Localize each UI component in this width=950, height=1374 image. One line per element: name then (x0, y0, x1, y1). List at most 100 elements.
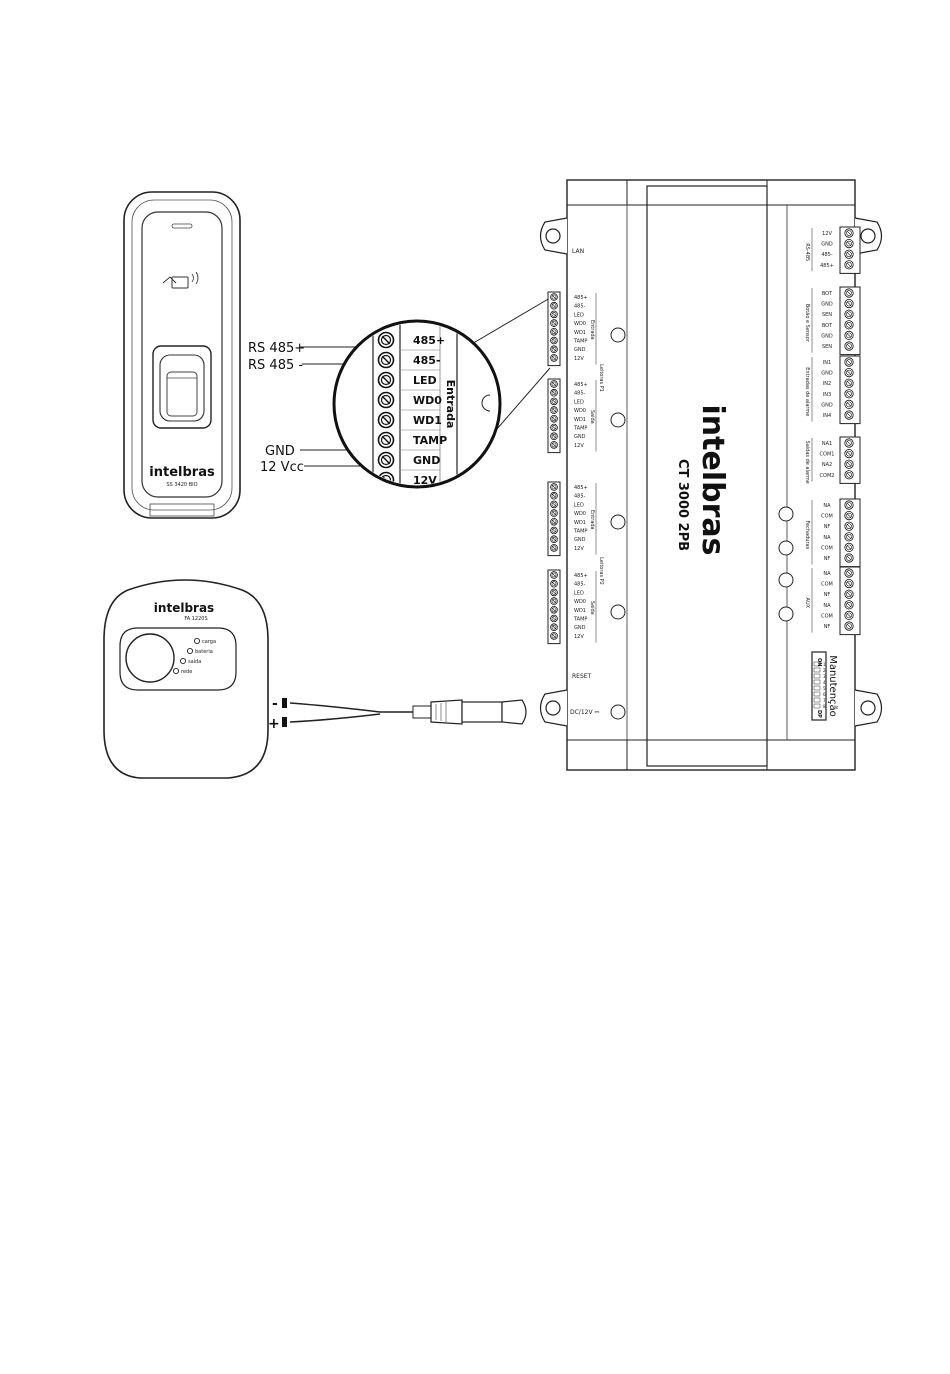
zoom-terminal-screw-icon (377, 451, 395, 469)
terminal-screw-icon (550, 327, 558, 336)
terminal-label: GND (821, 402, 833, 408)
zoom-terminal-screw-icon (377, 351, 395, 369)
terminal-screw-icon (550, 293, 558, 301)
terminal-screw-icon (844, 532, 854, 542)
terminal-label: WD1 (574, 330, 586, 336)
terminal-screw-icon (550, 623, 558, 631)
terminal-screw-icon (844, 500, 854, 510)
terminal-screw-icon (844, 448, 854, 459)
dip-switch-lever[interactable] (813, 667, 821, 673)
controller-brand: intelbras (695, 405, 730, 556)
card-reader-icon (162, 271, 199, 289)
psu-led-icon (186, 647, 194, 655)
dip-number: 5 (823, 686, 826, 691)
dip-switch-lever[interactable] (813, 679, 821, 685)
terminal-label: SEN (822, 344, 832, 350)
terminal-screw-icon (844, 470, 854, 480)
terminal-screw-icon (844, 589, 854, 599)
terminal-label: 12V (574, 546, 584, 552)
reader-model: SS 3420 BIO (166, 482, 197, 488)
terminal-screw-icon (550, 509, 558, 517)
terminal-label: BOT (822, 291, 833, 297)
terminal-group-label: Botão e Sensor (804, 304, 810, 343)
dip-switch-lever[interactable] (813, 685, 821, 691)
terminal-screw-icon (550, 500, 558, 509)
terminal-screw-icon (844, 578, 854, 589)
dip-switch-lever[interactable] (813, 703, 821, 709)
label-rs485-minus: RS 485 - (248, 358, 303, 373)
terminal-screw-icon (844, 553, 854, 563)
dip-switch-lever[interactable] (813, 697, 821, 703)
zoom-group-label: Entrada (444, 380, 457, 429)
terminal-label: NA (823, 603, 831, 609)
terminal-screw-icon (844, 459, 854, 469)
terminal-screw-icon (844, 610, 854, 621)
terminal-group-label: Fechaduras (804, 520, 810, 549)
terminal-label: 485- (574, 304, 586, 310)
reader-pair-label: Leitoras P1 (598, 364, 604, 392)
terminal-label: BOT (822, 323, 833, 329)
terminal-label: 12V (574, 443, 584, 449)
terminal-label: WD1 (574, 417, 586, 423)
terminal-screw-icon (844, 542, 854, 553)
mounting-ear-bottom-left (539, 689, 568, 727)
terminal-screw-icon (550, 535, 558, 543)
terminal-label: NF (824, 556, 831, 562)
terminal-group-label: Entradas de alarme (804, 367, 810, 416)
controller-led-icon (610, 514, 626, 530)
terminal-label: 485- (821, 252, 833, 258)
terminal-screw-icon (844, 330, 854, 340)
zoom-terminal-label: GND (413, 454, 440, 467)
terminal-label: SEN (822, 312, 832, 318)
dip-number: 4 (823, 680, 826, 685)
terminal-label: GND (821, 333, 833, 339)
terminal-group-label: Saídas de alarme (804, 441, 811, 484)
terminal-screw-icon (844, 389, 854, 399)
terminal-screw-icon (550, 544, 558, 552)
terminal-label: NA (823, 571, 831, 577)
terminal-group-label: Saída (589, 601, 596, 615)
terminal-label: 485+ (574, 295, 588, 301)
zoom-terminal-screw-icon (377, 431, 395, 449)
terminal-group-label: Entrada (589, 320, 595, 340)
terminal-label: NF (824, 624, 831, 630)
controller-lan-label: LAN (572, 248, 584, 255)
terminal-screw-icon (844, 521, 854, 531)
terminal-label: 485+ (574, 382, 588, 388)
terminal-screw-icon (844, 239, 854, 249)
dip-switch-lever[interactable] (813, 673, 821, 679)
zoom-terminal-label: LED (413, 374, 437, 387)
psu-led-label: carga (202, 639, 216, 645)
terminal-label: GND (821, 371, 833, 377)
terminal-label: LED (574, 399, 584, 405)
dip-switch-lever[interactable] (813, 691, 821, 697)
terminal-label: GND (574, 434, 586, 440)
terminal-label: NF (824, 524, 831, 530)
terminal-screw-icon (844, 568, 854, 578)
psu-led-label: bateria (195, 649, 213, 655)
controller-led-icon (610, 412, 626, 428)
mounting-ear-bottom-right (854, 689, 883, 727)
terminal-label: COM (821, 613, 833, 619)
terminal-screw-icon (844, 341, 854, 351)
terminal-screw-icon (844, 228, 854, 238)
terminal-label: 485- (574, 494, 586, 500)
zoom-terminal-label: WD1 (413, 414, 442, 427)
terminal-screw-icon (844, 600, 854, 610)
psu-model: FA 1220S (184, 616, 207, 622)
terminal-label: TAMP (573, 426, 587, 432)
terminal-label: IN3 (823, 392, 831, 398)
dip-switch-lever[interactable] (813, 661, 821, 667)
zoom-terminal-label: 12V (413, 474, 437, 487)
terminal-screw-icon (550, 310, 558, 319)
controller-led-icon (610, 604, 626, 620)
zoom-terminal-label: WD0 (413, 394, 442, 407)
terminal-label: WD1 (574, 520, 586, 526)
terminal-label: 485+ (820, 263, 834, 269)
terminal-screw-icon (844, 249, 854, 259)
zoom-terminal-screw-icon (377, 411, 395, 429)
terminal-label: TAMP (573, 339, 587, 345)
terminal-label: COM (821, 582, 833, 588)
